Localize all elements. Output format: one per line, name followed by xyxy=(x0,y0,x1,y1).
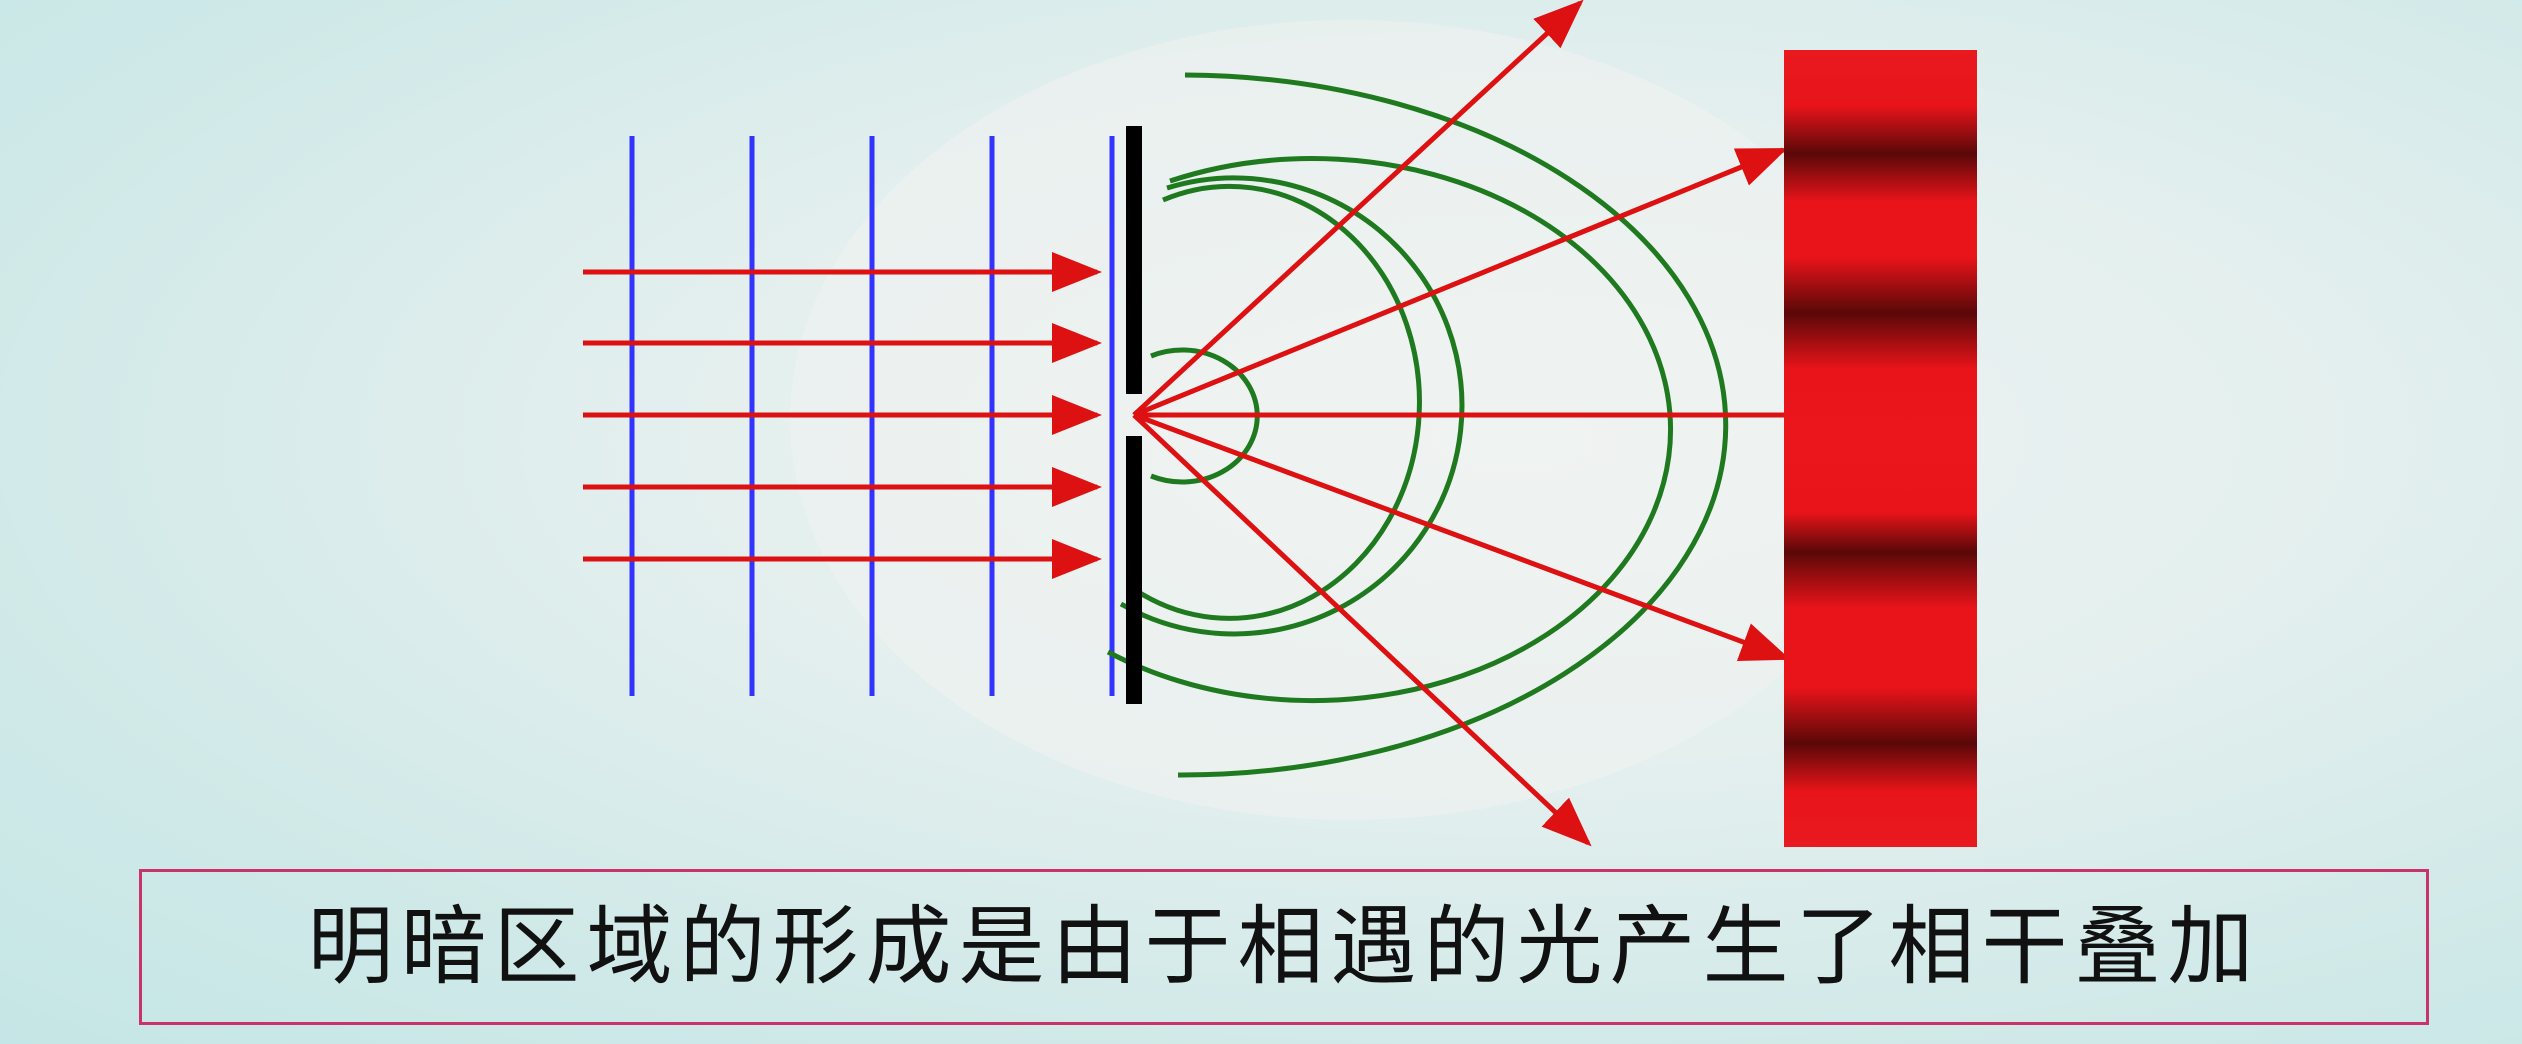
wavefront-arc xyxy=(1126,183,1422,621)
slit-barrier-lower xyxy=(1126,436,1142,704)
diffracted-ray xyxy=(1132,0,1584,417)
wavefront-arc xyxy=(1119,175,1465,637)
caption-box: 明暗区域的形成是由于相遇的光产生了相干叠加 xyxy=(139,869,2429,1025)
incident-rays xyxy=(583,252,1102,579)
diffracted-rays xyxy=(1132,0,1791,847)
caption-text: 明暗区域的形成是由于相遇的光产生了相干叠加 xyxy=(307,897,2261,997)
diffracted-ray xyxy=(1133,412,1791,662)
interference-screen xyxy=(1784,50,1977,847)
diffracted-ray xyxy=(1132,413,1592,847)
slit-barrier xyxy=(1126,126,1142,704)
diffracted-ray xyxy=(1133,147,1788,418)
wavefront-arc xyxy=(1177,72,1729,778)
slit-barrier-upper xyxy=(1126,126,1142,394)
